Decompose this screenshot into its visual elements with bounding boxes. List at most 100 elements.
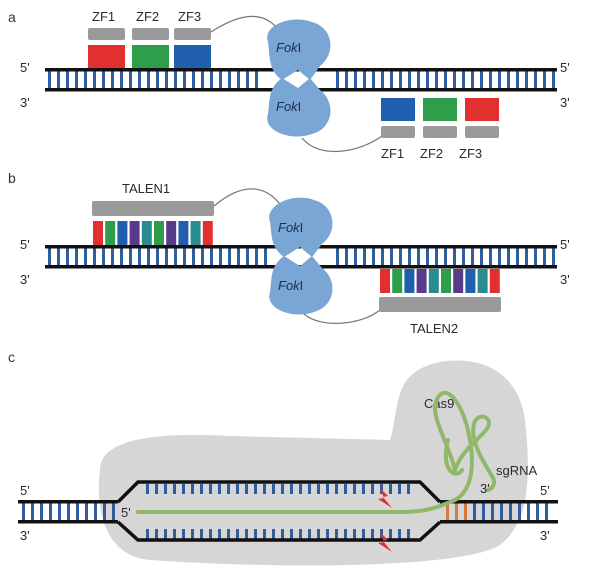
base-pair-tick — [146, 529, 149, 539]
base-pair-tick — [371, 484, 374, 494]
base-pair-tick — [489, 248, 492, 265]
base-pair-tick — [389, 529, 392, 539]
base-pair-tick — [344, 529, 347, 539]
base-pair-tick — [299, 529, 302, 539]
base-pair-tick — [308, 484, 311, 494]
base-pair-tick — [381, 71, 384, 88]
fok-top-b — [269, 197, 333, 257]
base-pair-tick — [66, 71, 69, 88]
base-pair-tick — [192, 248, 195, 265]
panel-c: c Cas9 sgRNA 3' 5' — [8, 349, 558, 566]
panel-b-label: b — [8, 170, 16, 186]
base-pair-tick — [219, 71, 222, 88]
base-pair-tick — [264, 248, 267, 265]
base-pair-tick — [40, 503, 43, 520]
base-pair-tick — [407, 529, 410, 539]
base-pair-tick — [174, 71, 177, 88]
base-pair-tick — [120, 71, 123, 88]
base-pair-tick — [272, 529, 275, 539]
base-pair-tick — [237, 71, 240, 88]
base-pair-tick — [525, 248, 528, 265]
zf-right-finger-2 — [423, 98, 457, 121]
base-pair-tick — [120, 248, 123, 265]
tale-repeat — [441, 269, 451, 293]
base-pair-tick — [362, 484, 365, 494]
base-pair-tick — [407, 484, 410, 494]
base-pair-tick — [76, 503, 79, 520]
base-pair-tick — [462, 71, 465, 88]
base-pair-tick — [516, 248, 519, 265]
base-pair-tick — [183, 248, 186, 265]
zf-right-linker-3 — [381, 126, 415, 138]
base-pair-tick — [516, 71, 519, 88]
fok-dimer-b: FokI FokI — [269, 197, 333, 315]
base-pair-tick — [85, 503, 88, 520]
base-pair-tick — [147, 71, 150, 88]
base-pair-tick — [362, 529, 365, 539]
base-pair-tick — [455, 503, 458, 520]
base-pair-tick — [183, 71, 186, 88]
tale-repeat — [105, 221, 116, 245]
base-pair-tick — [534, 71, 537, 88]
base-pair-tick — [255, 248, 258, 265]
base-pair-tick — [236, 484, 239, 494]
base-pair-tick — [534, 248, 537, 265]
base-pair-tick — [500, 503, 503, 520]
base-pair-tick — [462, 248, 465, 265]
base-pair-tick — [75, 71, 78, 88]
base-pair-tick — [344, 484, 347, 494]
base-pair-tick — [236, 529, 239, 539]
base-pair-tick — [103, 503, 106, 520]
base-pair-tick — [317, 484, 320, 494]
base-pair-tick — [102, 248, 105, 265]
base-pair-tick — [75, 248, 78, 265]
base-pair-tick — [219, 248, 222, 265]
base-pair-tick — [112, 503, 115, 520]
panel-c-left-top-strand — [18, 500, 118, 504]
fok-bottom-a-label: FokI — [276, 99, 301, 114]
tale-repeat — [190, 221, 201, 245]
base-pair-tick — [182, 529, 185, 539]
base-pair-tick — [164, 484, 167, 494]
base-pair-tick — [353, 484, 356, 494]
base-pair-tick — [471, 248, 474, 265]
base-pair-tick — [155, 484, 158, 494]
zf-left-label-3: ZF3 — [178, 9, 201, 24]
panel-c-left-bottom-strand — [18, 520, 118, 524]
base-pair-tick — [201, 71, 204, 88]
base-pair-tick — [426, 248, 429, 265]
base-pair-tick — [210, 71, 213, 88]
base-pair-tick — [93, 248, 96, 265]
base-pair-tick — [336, 71, 339, 88]
panel-c-top-5prime: 5' — [20, 483, 30, 498]
base-pair-tick — [147, 248, 150, 265]
base-pair-tick — [371, 529, 374, 539]
base-pair-tick — [408, 248, 411, 265]
base-pair-tick — [84, 71, 87, 88]
base-pair-tick — [536, 503, 539, 520]
zinc-finger-left: ZF1 ZF2 ZF3 — [88, 9, 286, 68]
fok-top-a — [267, 19, 331, 80]
base-pair-tick — [228, 248, 231, 265]
base-pair-tick — [464, 503, 467, 520]
base-pair-tick — [353, 529, 356, 539]
base-pair-tick — [326, 484, 329, 494]
base-pair-tick — [254, 484, 257, 494]
tale-repeat — [141, 221, 152, 245]
base-pair-tick — [380, 484, 383, 494]
base-pair-tick — [453, 71, 456, 88]
zf-left-linker-1 — [88, 28, 125, 40]
panel-a: a 5' 3' 5' 3' ZF1 ZF2 ZF3 — [8, 9, 570, 161]
base-pair-tick — [398, 484, 401, 494]
base-pair-tick — [354, 248, 357, 265]
base-pair-tick — [498, 71, 501, 88]
zinc-finger-right: ZF1 ZF2 ZF3 — [301, 98, 499, 161]
base-pair-tick — [336, 248, 339, 265]
base-pair-tick — [200, 529, 203, 539]
base-pair-tick — [246, 248, 249, 265]
tale-repeat — [380, 269, 390, 293]
zf-left-finger-1 — [88, 45, 125, 68]
panel-c-bubble-top-strand — [116, 480, 442, 504]
base-pair-tick — [453, 248, 456, 265]
base-pair-tick — [93, 71, 96, 88]
